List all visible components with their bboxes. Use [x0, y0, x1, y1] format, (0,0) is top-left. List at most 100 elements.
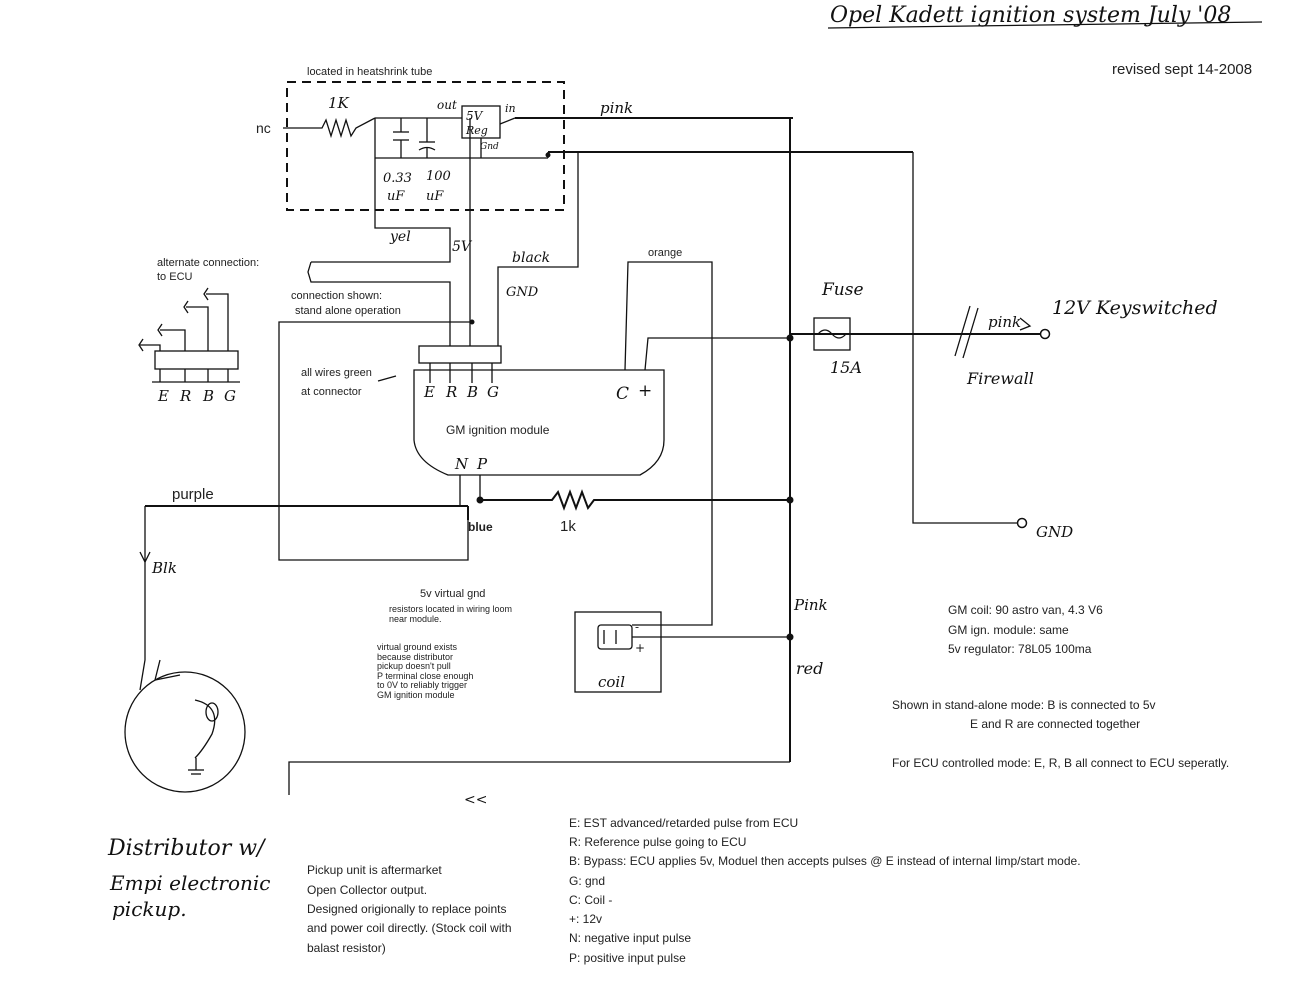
heatshrink-label: located in heatshrink tube — [307, 66, 432, 78]
all-wires-line2: at connector — [301, 386, 362, 398]
capacitor-0.33uF — [393, 118, 409, 158]
alt-wire-g-arrow — [203, 287, 209, 301]
pickup-magnet — [205, 702, 219, 722]
distributor-label-3: pickup. — [112, 897, 187, 921]
regulator-out-label: out — [437, 98, 457, 112]
wire-pink-12v-label: pink — [988, 313, 1021, 331]
jumper-stand-alone — [307, 261, 451, 346]
alt-pin-g: G — [224, 387, 236, 405]
module-connector — [418, 345, 502, 364]
virtual-note-5: to 0V to reliably trigger — [377, 680, 467, 690]
legend-plus: +: 12v — [569, 912, 602, 926]
wire-gnd-right — [912, 152, 1018, 524]
wire-gnd-label: GND — [506, 285, 539, 300]
wire-blk-label: Blk — [151, 559, 177, 577]
alt-wire-b — [186, 306, 209, 351]
wire-red-label: red — [796, 659, 823, 678]
pink-12v-arrow — [1019, 317, 1032, 331]
revision-date: revised sept 14-2008 — [1112, 61, 1252, 78]
heatshrink-tube-box — [286, 81, 565, 211]
resistors-note-2: near module. — [389, 614, 442, 624]
wire-orange — [624, 261, 713, 626]
virtual-note-4: P terminal close enough — [377, 671, 473, 681]
module-pin-n: N — [454, 455, 469, 473]
legend-e: E: EST advanced/retarded pulse from ECU — [569, 816, 798, 830]
ecu-mode-note: For ECU controlled mode: E, R, B all con… — [892, 756, 1229, 770]
cap1-unit: uF — [387, 189, 405, 204]
pickup-unit — [194, 699, 216, 759]
standalone-note-1: Shown in stand-alone mode: B is connecte… — [892, 698, 1156, 712]
ignition-coil — [574, 611, 662, 693]
alt-conn-line1: alternate connection: — [157, 257, 259, 269]
firewall-mark-2 — [962, 307, 979, 359]
module-connector-pins — [429, 363, 493, 383]
coil-minus-label: - — [635, 620, 639, 634]
wire-yel — [311, 210, 451, 263]
alt-pin-b: B — [202, 387, 214, 405]
wire-purple-label: purple — [172, 486, 214, 503]
virtual-note-6: GM ignition module — [377, 690, 455, 700]
capacitor-100uF — [418, 118, 436, 158]
distributor-label-1: Distributor w/ — [107, 836, 267, 861]
resistor-1k-input — [283, 117, 376, 139]
module-label: GM ignition module — [446, 423, 550, 437]
module-pin-b: B — [466, 383, 478, 401]
fuse-label: Fuse — [821, 280, 864, 300]
wire-black — [497, 152, 579, 346]
nc-label: nc — [256, 120, 271, 136]
virtual-note-3: pickup doesn't pull — [377, 661, 451, 671]
module-pin-c: C — [616, 384, 629, 404]
conn-shown-line1: connection shown: — [291, 290, 382, 302]
standalone-note-2: E and R are connected together — [970, 717, 1140, 731]
pickup-note-2: Open Collector output. — [307, 883, 427, 897]
virtual-note-1: virtual ground exists — [377, 642, 458, 652]
legend-g: G: gnd — [569, 874, 605, 888]
alt-wire-r-arrow — [157, 323, 163, 337]
wire-pink-right-label: Pink — [793, 596, 828, 614]
terminal-gnd[interactable] — [1016, 517, 1028, 529]
wire-blue-label: blue — [468, 520, 493, 534]
alt-wire-e — [140, 344, 161, 351]
wire-5v-label: 5V — [452, 239, 473, 255]
alt-wire-e-arrow — [138, 338, 144, 352]
coil-plus-label: + — [635, 641, 645, 655]
regulator-in-label: in — [505, 102, 516, 115]
spec-coil: GM coil: 90 astro van, 4.3 V6 — [948, 603, 1103, 617]
alt-wire-b-arrow — [183, 300, 189, 314]
diagram-title: Opel Kadett ignition system July '08 — [830, 3, 1231, 28]
spec-regulator: 5v regulator: 78L05 100ma — [948, 642, 1092, 656]
coil-terminal-block — [597, 624, 633, 650]
terminal-12v[interactable] — [1039, 328, 1051, 340]
module-pin-plus: + — [638, 381, 652, 401]
regulator-gnd-label: Gnd — [480, 142, 499, 152]
wire-yel-label: yel — [389, 229, 411, 245]
pickup-note-3: Designed origionally to replace points — [307, 902, 506, 916]
legend-n: N: negative input pulse — [569, 931, 691, 945]
alt-connector-pins — [152, 369, 240, 383]
distributor-label-2: Empi electronic — [109, 871, 271, 895]
resistor-1k-top-label: 1K — [328, 94, 350, 112]
pickup-note-5: balast resistor) — [307, 941, 386, 955]
resistor-1k-pullup — [480, 489, 790, 511]
alt-pin-e: E — [157, 387, 169, 405]
virtual-note-2: because distributor — [377, 652, 453, 662]
wire-red-return — [288, 761, 790, 795]
spec-module: GM ign. module: same — [948, 623, 1069, 637]
gm-ignition-module — [413, 369, 665, 476]
module-pin-p: P — [476, 455, 488, 473]
alt-wire-g — [206, 293, 229, 351]
keyswitched-label: 12V Keyswitched — [1052, 297, 1218, 319]
distributor-body — [124, 671, 246, 793]
wire-black-label: black — [512, 250, 550, 266]
cap2-value: 100 — [426, 169, 451, 184]
legend-r: R: Reference pulse going to ECU — [569, 835, 746, 849]
module-pin-g: G — [487, 383, 499, 401]
regulator-5v-label: 5V — [466, 109, 484, 123]
regulator-reg-label: Reg — [465, 124, 488, 137]
all-wires-line1: all wires green — [301, 367, 372, 379]
alt-wire-r — [160, 329, 186, 351]
alt-pin-r: R — [179, 387, 191, 405]
virtual-gnd-label: 5v virtual gnd — [420, 588, 485, 600]
firewall-mark-1 — [954, 305, 971, 357]
